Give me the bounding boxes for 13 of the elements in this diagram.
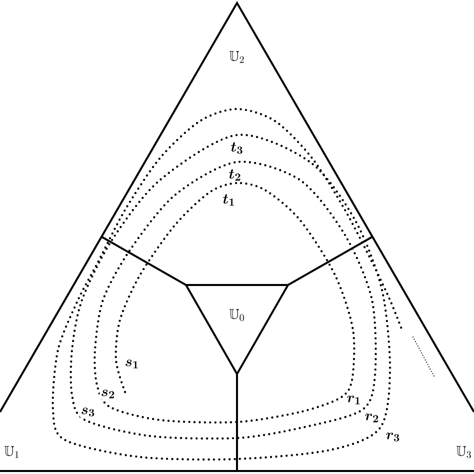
curve-label: $t_3$ [230, 141, 244, 155]
region-label: $\mathbb{U}_0$ [228, 308, 246, 322]
curve-label: $t_1$ [222, 193, 236, 207]
region-label: $\mathbb{U}_1$ [3, 445, 21, 459]
curve-label: $r_1$ [346, 394, 362, 406]
curve-label: $s_2$ [100, 388, 116, 400]
curve-label: $r_3$ [384, 432, 402, 442]
curve-label: $s_1$ [124, 358, 140, 370]
curve-label: $s_3$ [80, 406, 96, 418]
region-label: $\mathbb{U}_2$ [228, 50, 246, 64]
region-label: $\mathbb{U}_3$ [455, 445, 473, 459]
curve-label: $t_2$ [228, 168, 242, 182]
curve-label: $r_2$ [364, 412, 380, 424]
